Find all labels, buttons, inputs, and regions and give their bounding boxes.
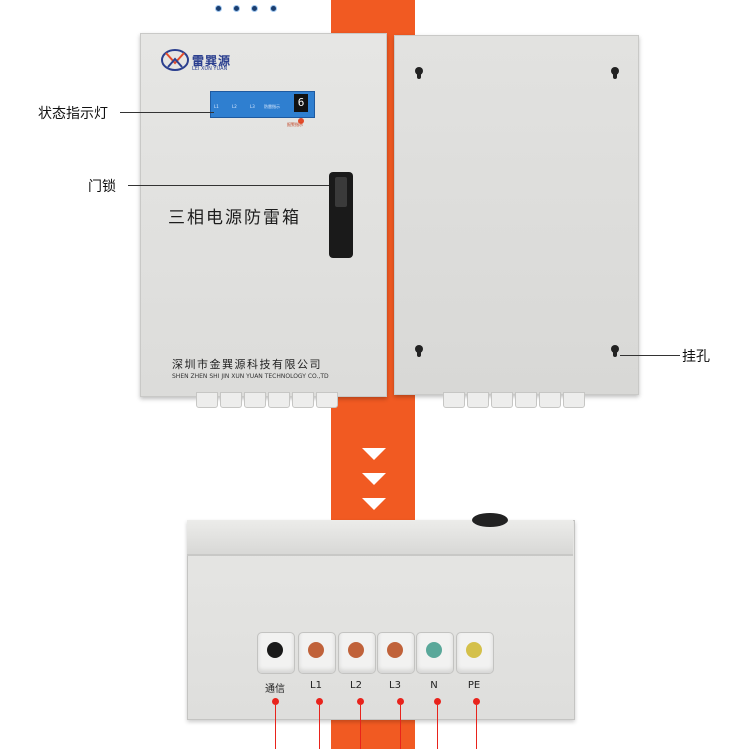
logo-text: 雷巽源 [192, 54, 232, 68]
panel-label: L1 [214, 104, 219, 109]
cable-gland [244, 392, 266, 408]
led-l2-icon [233, 5, 240, 12]
cable-gland [491, 392, 513, 408]
company-name-en: SHEN ZHEN SHI JIN XUN YUAN TECHNOLOGY CO… [172, 373, 329, 380]
terminal-core-icon [348, 642, 364, 658]
marker-dot-icon [397, 698, 404, 705]
status-light-callout: 状态指示灯 [38, 106, 108, 122]
callout-leader-line [128, 185, 329, 186]
cable-gland [443, 392, 465, 408]
marker-line [400, 705, 401, 749]
lock-knob-icon [472, 513, 508, 527]
company-name: 深圳市金巽源科技有限公司 [172, 358, 322, 371]
marker-dot-icon [434, 698, 441, 705]
marker-line [360, 705, 361, 749]
terminal-core-icon [426, 642, 442, 658]
alarm-led-icon [298, 118, 304, 124]
terminal-label: N [430, 680, 438, 691]
door-lock-callout: 门锁 [88, 179, 116, 195]
mount-hole-icon [415, 345, 423, 357]
mount-hole-icon [611, 67, 619, 79]
panel-label: L2 [232, 104, 237, 109]
cable-gland [220, 392, 242, 408]
cable-gland [268, 392, 290, 408]
terminal-label: PE [467, 680, 481, 691]
marker-line [437, 705, 438, 749]
terminal-label: L2 [350, 680, 362, 691]
product-title: 三相电源防雷箱 [168, 208, 301, 228]
cable-gland [563, 392, 585, 408]
terminal-core-icon [267, 642, 283, 658]
marker-line [319, 705, 320, 749]
marker-dot-icon [316, 698, 323, 705]
terminal-core-icon [466, 642, 482, 658]
strike-counter: 6 [294, 94, 308, 112]
terminal-core-icon [387, 642, 403, 658]
callout-leader-line [620, 355, 680, 356]
cable-gland [196, 392, 218, 408]
panel-label: L3 [250, 104, 255, 109]
back-lightning-box [394, 35, 639, 395]
bottom-box-lid [187, 520, 573, 556]
cable-gland [515, 392, 537, 408]
marker-dot-icon [473, 698, 480, 705]
led-l1-icon [215, 5, 222, 12]
led-protect-icon [270, 5, 277, 12]
cable-gland [467, 392, 489, 408]
mount-hole-icon [611, 345, 619, 357]
terminal-label: 通信 [265, 684, 285, 695]
callout-leader-line [120, 112, 214, 113]
mount-hole-icon [415, 67, 423, 79]
panel-label: 防雷指示 [264, 104, 280, 109]
marker-line [476, 705, 477, 749]
terminal-label: L1 [310, 680, 322, 691]
arrow-down-icon [362, 473, 386, 485]
cable-gland [316, 392, 338, 408]
logo-subtext: LEI XUN YUAN [192, 66, 228, 72]
cable-gland [539, 392, 561, 408]
led-l3-icon [251, 5, 258, 12]
terminal-label: L3 [389, 680, 401, 691]
arrow-down-icon [362, 498, 386, 510]
alarm-label: 报警指示 [287, 122, 303, 127]
terminal-core-icon [308, 642, 324, 658]
hang-hole-callout: 挂孔 [682, 349, 710, 365]
cable-gland [292, 392, 314, 408]
arrow-down-icon [362, 448, 386, 460]
marker-dot-icon [357, 698, 364, 705]
marker-line [275, 705, 276, 749]
door-lock-latch [335, 177, 347, 207]
logo-icon [161, 49, 189, 71]
marker-dot-icon [272, 698, 279, 705]
